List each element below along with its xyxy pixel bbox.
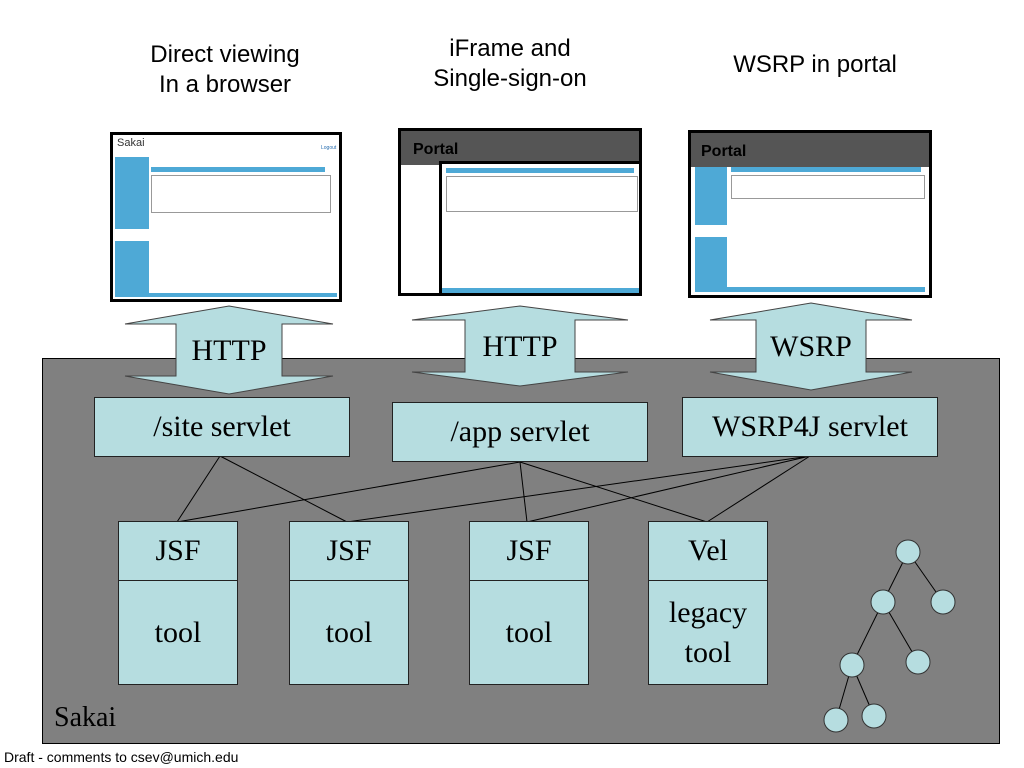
connector-line [519,461,708,523]
iframe-content [446,176,638,212]
connector-line [519,461,528,523]
portal-label: Portal [701,143,747,160]
jsf-tool-1-header: JSF [118,521,238,581]
jsf-tool-3-header: JSF [469,521,589,581]
jsf-tool-2-header: JSF [289,521,409,581]
wsrp-arrow [709,302,913,391]
http-label-1: HTTP [191,334,267,367]
heading-line: iFrame and [449,35,571,62]
tool-label: tool [505,615,553,649]
legacy-tool-body: legacy tool [648,581,768,685]
heading-line: Direct viewing [150,41,300,68]
vel-tool-header: Vel [648,521,768,581]
screen-iframe-portal: Portal [398,128,642,296]
tree-node [870,589,896,615]
heading-line: In a browser [158,71,292,98]
connector-line [526,455,811,523]
tool-label: tool [154,615,202,649]
servlet-tool-connectors [176,455,811,523]
heading-line: Single-sign-on [433,65,587,92]
sakai-label: Sakai [54,702,117,733]
wsrp-footer-bar [695,287,925,292]
screen-direct-view: Sakai Logout [110,132,342,302]
wsrp-content [731,175,925,199]
connector-line [346,455,811,523]
jsf-tool-1-body: tool [118,581,238,685]
iframe-window [439,161,639,293]
connector-line [219,455,348,523]
jsf-tool-3-body: tool [469,581,589,685]
tree-node [895,539,921,565]
wsrp-label: WSRP [770,330,852,363]
iframe-title-bar [446,168,634,173]
http-arrow-2 [411,305,629,387]
connector-line [176,455,221,523]
screen-tool-title-bar [151,167,325,172]
logout-link: Logout [321,145,337,151]
http-arrow-1 [124,305,334,395]
heading-direct-viewing: Direct viewing In a browser [120,40,330,100]
app-servlet-box: /app servlet [392,402,648,462]
screen-wsrp-portal: Portal [688,130,932,298]
portal-header [691,133,929,167]
tool-label: tool [325,615,373,649]
tree-node [905,649,931,675]
site-servlet-box: /site servlet [94,397,350,457]
http-label-2: HTTP [482,330,558,363]
tool-label: legacy [668,595,748,629]
tree-node [823,707,849,733]
wsrp4j-servlet-box: WSRP4J servlet [682,397,938,457]
portal-label: Portal [413,141,459,158]
heading-line: WSRP in portal [733,51,897,78]
tree-node [839,652,865,678]
wsrp-sidebar-gap [695,225,727,237]
tree-nodes [823,539,956,733]
sakai-logo: Sakai [117,137,145,149]
screen-content-frame [151,175,331,213]
footer-note: Draft - comments to csev@umich.edu [4,749,239,765]
jsf-tool-2-body: tool [289,581,409,685]
screen-sidebar [115,157,149,297]
tree-node [861,703,887,729]
tree-node [930,589,956,615]
portal-left-pane [401,165,441,293]
connector-line [176,461,521,523]
tree-edges [835,551,944,721]
wsrp-title-bar [731,167,921,172]
connector-line [706,455,811,523]
screen-footer-bar [115,293,337,297]
heading-wsrp-portal: WSRP in portal [700,50,930,80]
screen-sidebar-gap [115,229,149,241]
tool-label: tool [684,635,732,669]
heading-iframe-sso: iFrame and Single-sign-on [400,34,620,94]
portal-header [401,131,639,165]
iframe-footer-bar [442,288,639,293]
